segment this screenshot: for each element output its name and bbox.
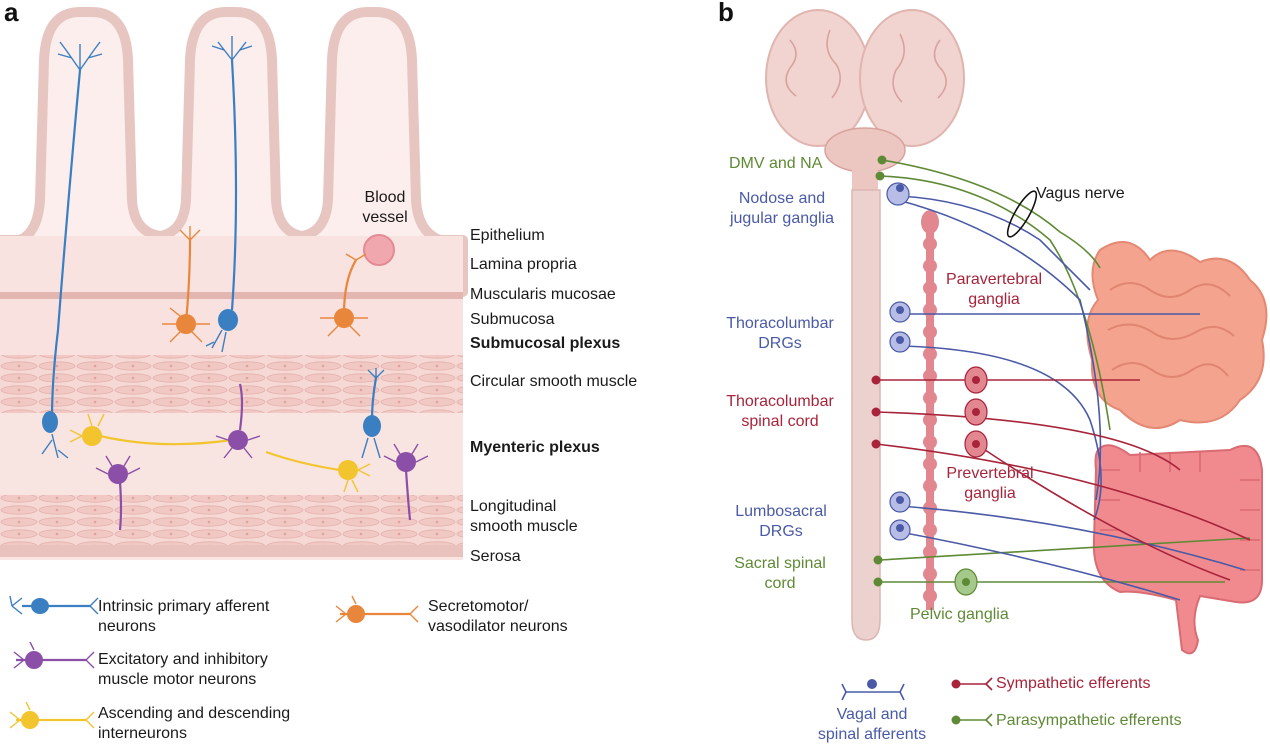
- ipan-legend-icon: [9, 595, 99, 615]
- interneuron-2: [265, 450, 371, 493]
- afferent-legend-icon: [841, 679, 905, 701]
- enteric-neurons: [41, 36, 429, 531]
- small-intestine: [1086, 241, 1268, 429]
- dmv-dot: [877, 155, 887, 165]
- sympathetic-chain: [921, 210, 939, 610]
- epithelium-label: Epithelium: [470, 227, 545, 244]
- serosa-layer: [0, 545, 463, 557]
- motor-neuron-1: [215, 383, 261, 459]
- legend-secretomotor: Secretomotor/ vasodilator neurons: [428, 598, 568, 635]
- nerve-fibers: [875, 159, 1251, 601]
- longitudinal-muscle-layer: [0, 495, 463, 545]
- ipan-neuron-3: [361, 368, 385, 459]
- legend-motor: Excitatory and inhibitory muscle motor n…: [98, 651, 268, 688]
- prevertebral-label: Prevertebral ganglia: [946, 465, 1034, 502]
- panel-a-label: a: [4, 0, 19, 27]
- ganglia-markers: [871, 155, 1038, 596]
- myenteric-plexus-label: Myenteric plexus: [470, 439, 600, 456]
- na-dot: [875, 171, 885, 181]
- pelvic-ganglia-label: Pelvic ganglia: [910, 606, 1009, 623]
- legend-b: [841, 677, 993, 727]
- sympathetic-legend-icon: [951, 677, 993, 691]
- blood-vessel-icon: [363, 234, 395, 266]
- dmv-na-label: DMV and NA: [729, 155, 823, 172]
- motor-neuron-2: [95, 455, 141, 531]
- lamina-propria-label: Lamina propria: [470, 256, 577, 273]
- longitudinal-muscle-label: Longitudinal smooth muscle: [470, 498, 578, 535]
- myenteric-layer: [0, 413, 463, 495]
- parasympathetic-legend-icon: [951, 713, 993, 727]
- spinal-cord: [851, 189, 881, 641]
- lumbosacral-drgs-label: Lumbosacral DRGs: [735, 503, 827, 540]
- interneuron-legend-icon: [9, 701, 95, 729]
- secretomotor-neuron-2: [320, 253, 368, 337]
- paravertebral-label: Paravertebral ganglia: [945, 271, 1043, 308]
- brain-illustration: [765, 9, 965, 200]
- ipan-neuron-1: [41, 41, 103, 459]
- serosa-label: Serosa: [470, 548, 521, 565]
- motor-legend-icon: [13, 641, 95, 669]
- gut-wall-diagram: [0, 7, 468, 560]
- submucosa-label: Submucosa: [470, 311, 555, 328]
- panel-b-label: b: [718, 0, 734, 27]
- motor-neuron-3: [383, 443, 429, 521]
- submucosal-plexus-label: Submucosal plexus: [470, 335, 621, 352]
- blood-vessel-label: Blood vessel: [362, 189, 408, 226]
- circular-muscle-label: Circular smooth muscle: [470, 373, 638, 390]
- thoracolumbar-drgs-label: Thoracolumbar DRGs: [726, 315, 834, 352]
- muscularis-mucosae-label: Muscularis mucosae: [470, 286, 616, 303]
- intestine-loops: [1107, 282, 1235, 378]
- vagus-nerve-label: Vagus nerve: [1036, 185, 1125, 202]
- legend-sympathetic: Sympathetic efferents: [996, 675, 1151, 692]
- ipan-neuron-2: [205, 36, 253, 353]
- vagus-nerve-marker: [1006, 190, 1038, 238]
- legend-interneuron: Ascending and descending interneurons: [98, 705, 291, 742]
- sacral-cord-label: Sacral spinal cord: [734, 555, 826, 592]
- secretomotor-neuron-1: [162, 226, 210, 343]
- legend-afferents: Vagal and spinal afferents: [817, 706, 927, 743]
- villi-epithelium: [0, 7, 468, 297]
- muscularis-mucosae-layer: [0, 292, 463, 299]
- interneuron-1: [69, 413, 233, 446]
- legend-icons-a: [9, 595, 419, 729]
- colon: [1092, 444, 1263, 655]
- nodose-jugular-label: Nodose and jugular ganglia: [729, 190, 835, 227]
- legend-ipan: Intrinsic primary afferent neurons: [98, 598, 270, 635]
- legend-parasympathetic: Parasympathetic efferents: [996, 712, 1182, 729]
- secretomotor-legend-icon: [335, 595, 419, 623]
- circular-muscle-layer: [0, 355, 463, 413]
- thoracolumbar-cord-label: Thoracolumbar spinal cord: [726, 393, 834, 430]
